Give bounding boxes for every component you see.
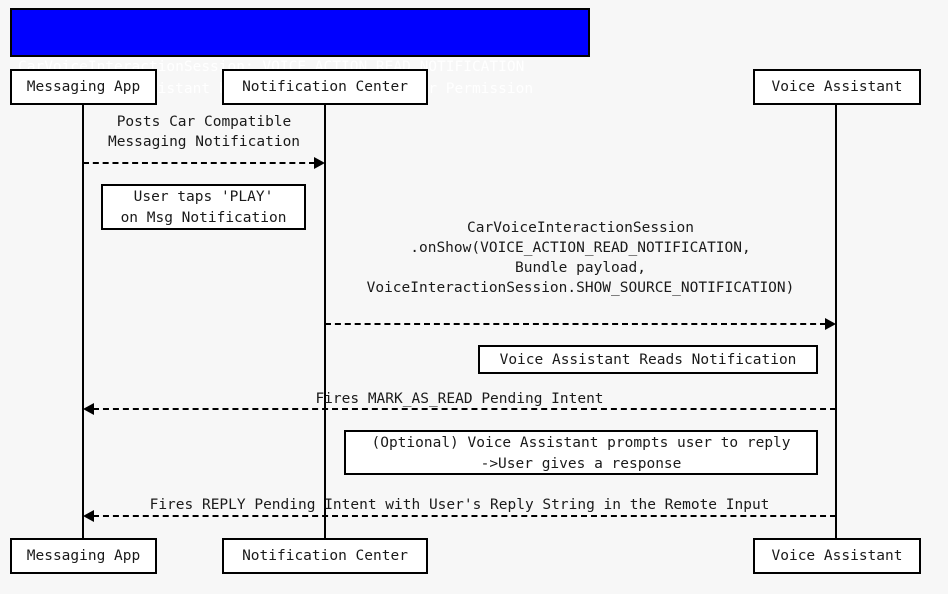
note-user-taps-play: User taps 'PLAY' on Msg Notification: [101, 184, 306, 230]
message-label-posts-notification: Posts Car Compatible Messaging Notificat…: [107, 114, 301, 150]
note-optional-prompt-line-2: ->User gives a response: [480, 456, 682, 472]
participant-messaging-app-top[interactable]: Messaging App: [10, 69, 157, 105]
lifeline-voice-assistant: [835, 104, 837, 540]
note-optional-prompt: (Optional) Voice Assistant prompts user …: [344, 430, 818, 475]
note-assistant-reads-line-1: Voice Assistant Reads Notification: [499, 352, 797, 368]
note-optional-prompt-line-1: (Optional) Voice Assistant prompts user …: [371, 435, 791, 451]
message-line-posts-notification: [83, 162, 315, 164]
lifeline-notification-center: [324, 104, 326, 540]
message-label-mark-as-read: Fires MARK_AS_READ Pending Intent: [315, 391, 604, 407]
arrow-head-mark-as-read: [83, 403, 94, 415]
note-user-taps-play-line-1: User taps 'PLAY': [133, 189, 274, 205]
lifeline-messaging-app: [82, 104, 84, 540]
participant-messaging-app-bottom[interactable]: Messaging App: [10, 538, 157, 574]
message-line-mark-as-read: [93, 408, 836, 410]
participant-notification-center-top[interactable]: Notification Center: [222, 69, 428, 105]
message-label-on-show: CarVoiceInteractionSession .onShow(VOICE…: [366, 220, 795, 296]
message-line-on-show: [325, 323, 826, 325]
arrow-head-reply-intent: [83, 510, 94, 522]
arrow-head-posts-notification: [314, 157, 325, 169]
message-line-reply-intent: [93, 515, 836, 517]
participant-notification-center-bottom[interactable]: Notification Center: [222, 538, 428, 574]
message-label-reply-intent: Fires REPLY Pending Intent with User's R…: [149, 497, 770, 513]
diagram-title-banner: CarVoiceInteractionSession: VOICE_ACTION…: [10, 8, 590, 97]
arrow-head-on-show: [825, 318, 836, 330]
note-assistant-reads: Voice Assistant Reads Notification: [478, 345, 818, 374]
participant-voice-assistant-top[interactable]: Voice Assistant: [753, 69, 921, 105]
participant-voice-assistant-bottom[interactable]: Voice Assistant: [753, 538, 921, 574]
note-user-taps-play-line-2: on Msg Notification: [120, 210, 287, 226]
